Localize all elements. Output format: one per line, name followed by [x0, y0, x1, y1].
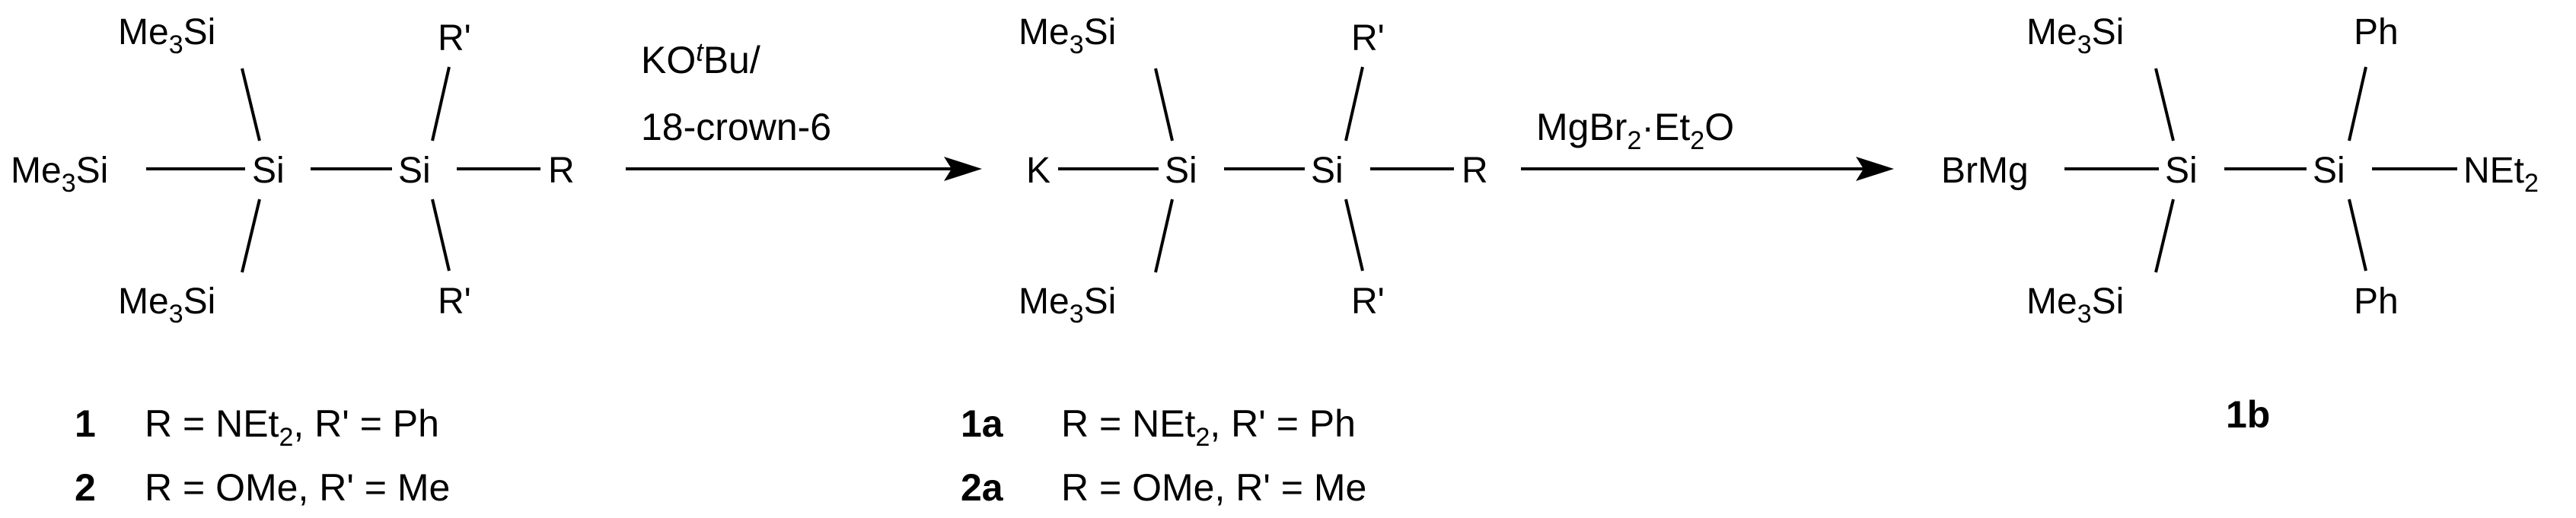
net2-label: NEt2 [2463, 151, 2539, 198]
me3si-left-label: Me3Si [11, 151, 108, 198]
bond-si-to-bottom-me3si [2154, 199, 2175, 273]
arrow-1-head [944, 157, 982, 181]
arrow-2-head [1856, 157, 1894, 181]
starting-material-structure: Me3Si Me3Si Si Si R R' R' Me3Si [11, 12, 575, 329]
compound-number-2a: 2a [961, 466, 1004, 509]
me3si-bottom-label: Me3Si [118, 281, 215, 329]
rprime-bottom-label: R' [438, 281, 471, 322]
me3si-top-label: Me3Si [1019, 12, 1116, 59]
rprime-top-label: R' [438, 18, 471, 59]
arrow-1-reagent-line2: 18-crown-6 [641, 106, 831, 148]
me3si-bottom-label: Me3Si [2026, 281, 2124, 329]
bond-si-to-bottom-rprime [1344, 199, 1364, 272]
bond-si-to-top-rprime [1344, 66, 1364, 141]
product-structure: Me3Si BrMg Si Si NEt2 Ph Ph Me3Si [1941, 12, 2539, 329]
rprime-top-label: R' [1351, 18, 1385, 59]
me3si-bottom-label: Me3Si [1019, 281, 1116, 329]
me3si-top-label: Me3Si [118, 12, 215, 59]
compound-legend: 1 R = NEt2, R' = Ph 2 R = OMe, R' = Me 1… [75, 393, 2270, 509]
compound-1a-definition: R = NEt2, R' = Ph [1061, 402, 1356, 452]
reaction-arrow-1: KOtBu/ 18-crown-6 [626, 38, 982, 181]
bond-si-to-top-me3si [2154, 68, 2175, 141]
compound-number-1: 1 [75, 402, 96, 445]
compound-number-2: 2 [75, 466, 96, 509]
compound-2a-definition: R = OMe, R' = Me [1061, 466, 1366, 509]
k-label: K [1026, 151, 1050, 191]
bond-si-to-bottom-me3si [1154, 199, 1174, 273]
si-center-label: Si [1165, 151, 1197, 191]
si-right-label: Si [398, 151, 431, 191]
si-center-label: Si [252, 151, 285, 191]
compound-number-1a: 1a [961, 402, 1004, 445]
bond-si-to-top-me3si [241, 68, 261, 141]
bond-si-to-bottom-rprime [431, 199, 451, 272]
me3si-top-label: Me3Si [2026, 12, 2124, 59]
compound-1-definition: R = NEt2, R' = Ph [145, 402, 439, 452]
rprime-bottom-label: R' [1351, 281, 1385, 322]
ph-bottom-label: Ph [2354, 281, 2399, 322]
compound-2-definition: R = OMe, R' = Me [145, 466, 450, 509]
brmg-label: BrMg [1941, 151, 2029, 191]
reaction-arrow-2: MgBr2·Et2O [1521, 106, 1894, 181]
arrow-1-reagent-line1: KOtBu/ [641, 38, 760, 81]
intermediate-structure: Me3Si K Si Si R R' R' Me3Si [1019, 12, 1488, 329]
bond-si-to-top-rprime [431, 66, 451, 141]
si-right-label: Si [1311, 151, 1344, 191]
bond-si-to-top-ph [2348, 66, 2367, 141]
compound-number-1b: 1b [2226, 393, 2270, 436]
ph-top-label: Ph [2354, 12, 2399, 52]
si-right-label: Si [2313, 151, 2345, 191]
arrow-2-reagent: MgBr2·Et2O [1536, 106, 1734, 155]
si-center-label: Si [2165, 151, 2198, 191]
bond-si-to-top-me3si [1154, 68, 1174, 141]
r-label: R [1462, 151, 1488, 191]
bond-si-to-bottom-me3si [241, 199, 261, 273]
bond-si-to-bottom-ph [2348, 199, 2367, 272]
r-label: R [548, 151, 575, 191]
